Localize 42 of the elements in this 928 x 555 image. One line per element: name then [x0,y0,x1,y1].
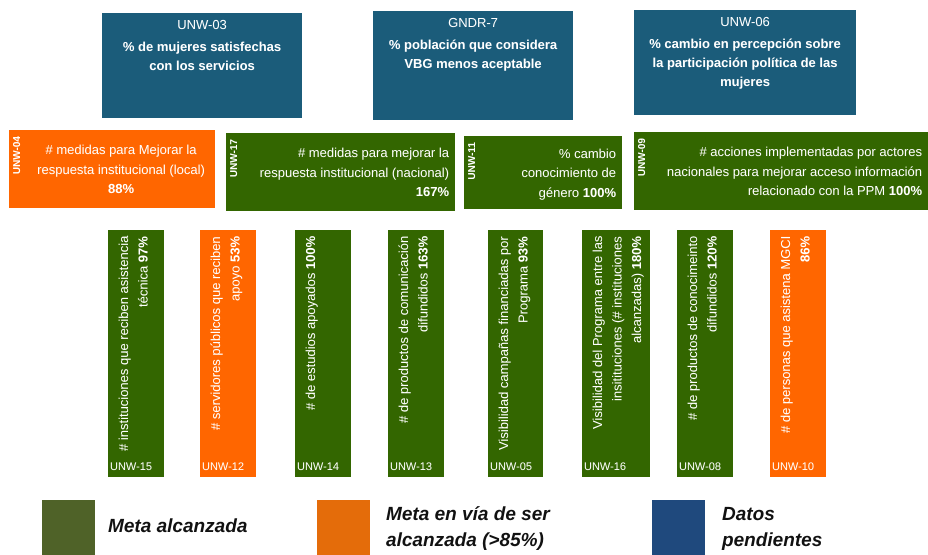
indicator-card [677,230,733,477]
indicator-title: % cambio en percepción sobre la participación política de las mujeres [648,35,842,91]
indicator-title: % de mujeres satisfechas con los servicios [122,38,282,75]
indicator-code: UNW-15 [110,461,152,473]
indicator-card [464,136,622,209]
indicator-code: UNW-17 [229,139,240,178]
indicator-card [634,10,856,115]
indicator-card [634,132,928,210]
indicator-code: UNW-04 [12,136,23,174]
indicator-code: UNW-03 [177,17,227,32]
indicator-card [770,230,826,477]
indicator-code: UNW-09 [637,138,648,176]
indicator-card [102,13,302,118]
indicator-card [582,230,650,477]
indicator-text: # de personas que asistena MGCI 86% [777,236,814,436]
indicator-text: % cambio conocimiento de género 100% [520,144,616,202]
indicator-code: UNW-16 [584,461,626,473]
indicator-card [488,230,543,477]
indicator-code: GNDR-7 [448,15,498,30]
indicator-card [200,230,256,477]
indicator-card [9,130,215,208]
indicator-code: UNW-06 [720,14,770,29]
legend-label: Meta alcanzada [108,515,248,539]
indicator-text: # de estudios apoyados 100% [302,236,319,412]
indicator-card [373,11,573,120]
indicator-title: % población que considera VBG menos aceptable [388,36,558,73]
indicator-text: # medidas para mejorar la respuesta institucional (nacional) 167% [258,144,449,201]
indicator-card [295,230,351,477]
indicator-code: UNW-05 [490,461,532,473]
legend-label: Datos pendientes [722,503,824,553]
indicator-code: UNW-08 [679,461,721,473]
indicator-card [108,230,164,477]
indicator-code: UNW-10 [772,461,814,473]
indicator-code: UNW-13 [390,461,432,473]
indicator-text: # medidas para Mejorar la respuesta institucional (local) 88% [36,140,206,198]
indicator-code: UNW-14 [297,461,339,473]
indicator-card [226,133,455,211]
indicator-card [388,230,444,477]
legend-label: Meta en vía de ser alcanzada (>85%) [386,503,552,553]
indicator-text: # acciones implementadas por actores nacionales para mejorar acceso información relacionado con la PPM 100% [666,142,922,200]
indicator-code: UNW-12 [202,461,244,473]
indicator-code: UNW-11 [467,142,478,180]
